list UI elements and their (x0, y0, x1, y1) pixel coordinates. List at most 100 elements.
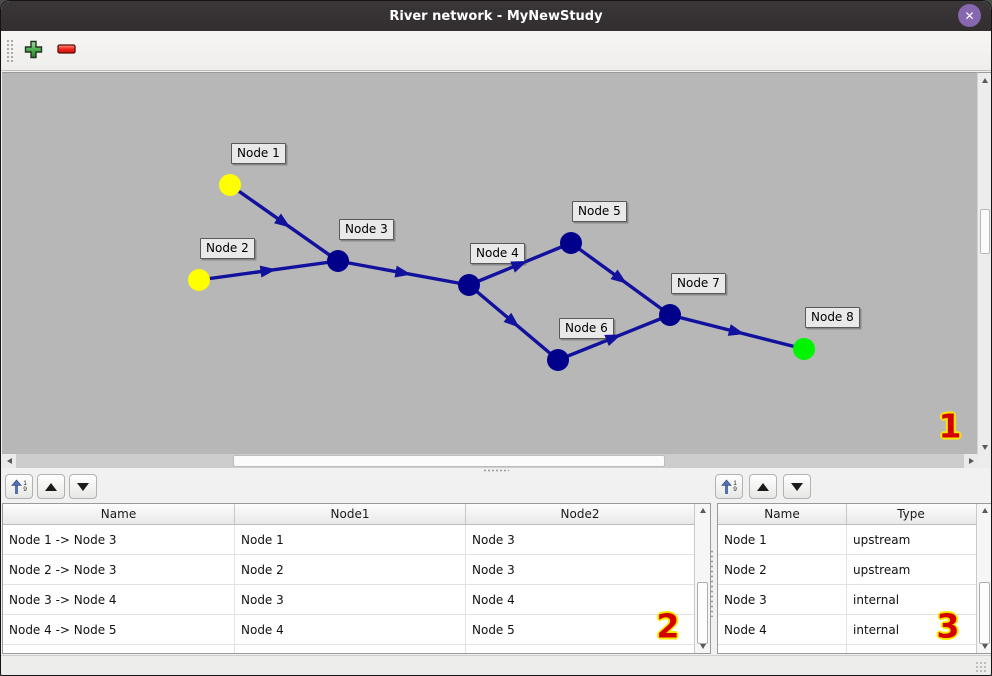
table-row[interactable]: Node 3 internal (718, 585, 991, 615)
annotation-number: 3 (936, 606, 960, 646)
column-header[interactable]: Node1 (235, 504, 466, 524)
close-button[interactable]: ✕ (958, 4, 981, 27)
network-edge[interactable] (669, 313, 805, 351)
network-edge[interactable] (570, 241, 671, 317)
table-cell[interactable]: Node 1 -> Node 3 (3, 525, 235, 554)
vertical-scrollbar-thumb[interactable] (980, 209, 990, 254)
vertical-splitter-handle[interactable] (710, 549, 714, 617)
scroll-up-icon[interactable] (977, 504, 991, 517)
nodes-table-scrollbar[interactable] (976, 504, 991, 653)
table-row[interactable]: Node 1 upstream (718, 525, 991, 555)
window-title: River network - MyNewStudy (389, 8, 603, 24)
table-cell[interactable]: Node 3 (472, 532, 515, 547)
table-cell[interactable] (3, 645, 235, 653)
column-header[interactable]: Type (897, 507, 925, 521)
scroll-left-icon[interactable] (2, 454, 16, 468)
reaches-table-scrollbar[interactable] (694, 504, 710, 653)
table-cell[interactable]: Node 3 (718, 585, 847, 614)
main-toolbar (1, 31, 991, 71)
reaches-move-down-button[interactable] (69, 474, 97, 499)
node-label[interactable]: Node 4 (470, 243, 525, 264)
table-cell[interactable]: Node 2 (235, 555, 466, 584)
scrollbar-thumb[interactable] (697, 582, 708, 644)
table-row-partial[interactable] (718, 645, 991, 653)
toolbar-grip-handle[interactable] (6, 38, 13, 63)
network-canvas[interactable]: Node 1 Node 2 Node 3 Node 4 Node 5 Node 6 Node… (2, 72, 977, 454)
status-bar (1, 655, 991, 675)
table-cell[interactable] (847, 645, 975, 653)
scrollbar-thumb[interactable] (979, 582, 990, 644)
table-row[interactable]: Node 4 internal (718, 615, 991, 645)
scroll-right-icon[interactable] (964, 454, 978, 468)
network-edge[interactable] (467, 283, 560, 362)
node-label[interactable]: Node 7 (671, 273, 726, 294)
table-cell[interactable]: Node 4 (718, 615, 847, 644)
horizontal-scrollbar-thumb[interactable] (233, 455, 665, 467)
table-cell[interactable]: Node 3 (472, 562, 515, 577)
column-header[interactable]: Name (718, 504, 847, 524)
scroll-down-icon[interactable] (978, 440, 991, 454)
node-label[interactable]: Node 8 (805, 307, 860, 328)
titlebar[interactable]: River network - MyNewStudy ✕ (1, 1, 991, 31)
scroll-down-icon[interactable] (695, 640, 710, 653)
table-cell[interactable]: Node 3 -> Node 4 (3, 585, 235, 614)
table-cell[interactable]: Node 4 (472, 592, 515, 607)
scroll-up-icon[interactable] (978, 73, 991, 87)
horizontal-splitter-handle[interactable] (1, 467, 991, 473)
table-cell[interactable]: upstream (853, 562, 911, 577)
reaches-sort-button[interactable]: 1 9 (5, 474, 33, 499)
table-cell[interactable] (466, 645, 694, 653)
remove-node-button[interactable] (53, 38, 79, 64)
table-cell[interactable]: Node 2 (718, 555, 847, 584)
nodes-table-header: Name Type (718, 504, 991, 525)
column-header[interactable]: Name (3, 504, 235, 524)
table-cell[interactable]: internal (853, 592, 900, 607)
sort-ascending-icon: 1 9 (11, 479, 27, 495)
table-row[interactable]: Node 2 upstream (718, 555, 991, 585)
column-header[interactable]: Node2 (560, 507, 600, 521)
table-cell[interactable] (718, 645, 847, 653)
table-cell[interactable]: upstream (853, 532, 911, 547)
table-cell[interactable]: Node 2 -> Node 3 (3, 555, 235, 584)
table-cell[interactable]: internal (853, 622, 900, 637)
table-cell[interactable]: Node 1 (718, 525, 847, 554)
scroll-down-icon[interactable] (977, 640, 991, 653)
network-edge[interactable] (198, 259, 339, 282)
down-triangle-icon (791, 482, 803, 491)
scroll-up-icon[interactable] (695, 504, 710, 517)
resize-grip[interactable] (975, 661, 987, 672)
node-label[interactable]: Node 1 (231, 143, 286, 164)
table-cell[interactable] (235, 645, 466, 653)
nodes-sort-button[interactable]: 1 9 (715, 474, 743, 499)
network-edge[interactable] (337, 259, 470, 287)
table-row-partial[interactable] (3, 645, 710, 653)
canvas-horizontal-scrollbar[interactable] (2, 454, 978, 468)
nodes-move-up-button[interactable] (749, 474, 777, 499)
annotation-number: 1 (938, 406, 962, 446)
node-label[interactable]: Node 2 (200, 238, 255, 259)
up-triangle-icon (45, 482, 57, 491)
node-label[interactable]: Node 6 (559, 318, 614, 339)
table-cell[interactable]: Node 3 (235, 585, 466, 614)
table-cell[interactable]: Node 4 (235, 615, 466, 644)
node-label[interactable]: Node 3 (339, 219, 394, 240)
reaches-move-up-button[interactable] (37, 474, 65, 499)
canvas-vertical-scrollbar[interactable] (977, 72, 991, 454)
green-plus-icon (24, 40, 43, 62)
node-label[interactable]: Node 5 (572, 201, 627, 222)
table-cell[interactable]: Node 4 -> Node 5 (3, 615, 235, 644)
table-cell[interactable]: Node 1 (235, 525, 466, 554)
red-minus-icon (56, 43, 76, 58)
nodes-move-down-button[interactable] (783, 474, 811, 499)
table-cell[interactable]: Node 5 (472, 622, 515, 637)
add-node-button[interactable] (20, 38, 46, 64)
